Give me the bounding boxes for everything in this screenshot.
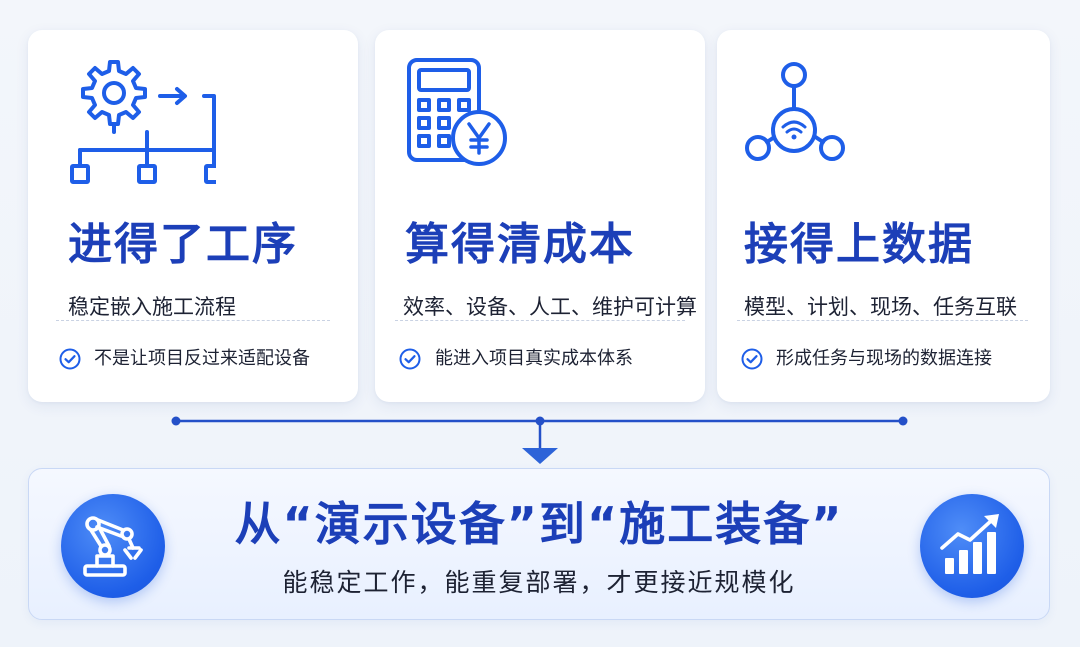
network-wifi-icon (745, 62, 845, 161)
card-subtitle: 稳定嵌入施工流程 (68, 295, 236, 319)
check-circle-icon (59, 348, 81, 370)
gear-workflow-icon (70, 60, 216, 184)
check-circle-icon (741, 348, 763, 370)
robot-arm-icon (83, 516, 143, 577)
card-subtitle: 效率、设备、人工、维护可计算 (403, 295, 697, 319)
feature-card-cost: 算得清成本 效率、设备、人工、维护可计算 能进入项目真实成本体系 (375, 30, 705, 402)
summary-banner: 从“演示设备”到“施工装备” 能稳定工作，能重复部署，才更接近规模化 (28, 468, 1050, 620)
divider (56, 320, 330, 321)
card-note: 能进入项目真实成本体系 (435, 348, 633, 369)
card-note: 形成任务与现场的数据连接 (776, 348, 992, 369)
divider (395, 320, 685, 321)
feature-card-data: 接得上数据 模型、计划、现场、任务互联 形成任务与现场的数据连接 (717, 30, 1050, 402)
card-title: 接得上数据 (744, 219, 974, 270)
card-subtitle: 模型、计划、现场、任务互联 (744, 295, 1017, 319)
growth-chart-icon (940, 514, 999, 574)
feature-card-process: 进得了工序 稳定嵌入施工流程 不是让项目反过来适配设备 (28, 30, 358, 402)
calculator-yen-icon (407, 58, 507, 166)
robot-arm-badge (61, 494, 165, 598)
banner-headline: 从“演示设备”到“施工装备” (234, 497, 844, 551)
banner-subline: 能稳定工作，能重复部署，才更接近规模化 (282, 568, 796, 597)
card-title: 算得清成本 (405, 219, 635, 270)
arrow-down-icon (522, 448, 558, 464)
card-note: 不是让项目反过来适配设备 (94, 348, 310, 369)
growth-chart-badge (920, 494, 1024, 598)
card-title: 进得了工序 (68, 219, 298, 270)
divider (737, 320, 1028, 321)
check-circle-icon (399, 348, 421, 370)
connector-lines (171, 416, 908, 464)
